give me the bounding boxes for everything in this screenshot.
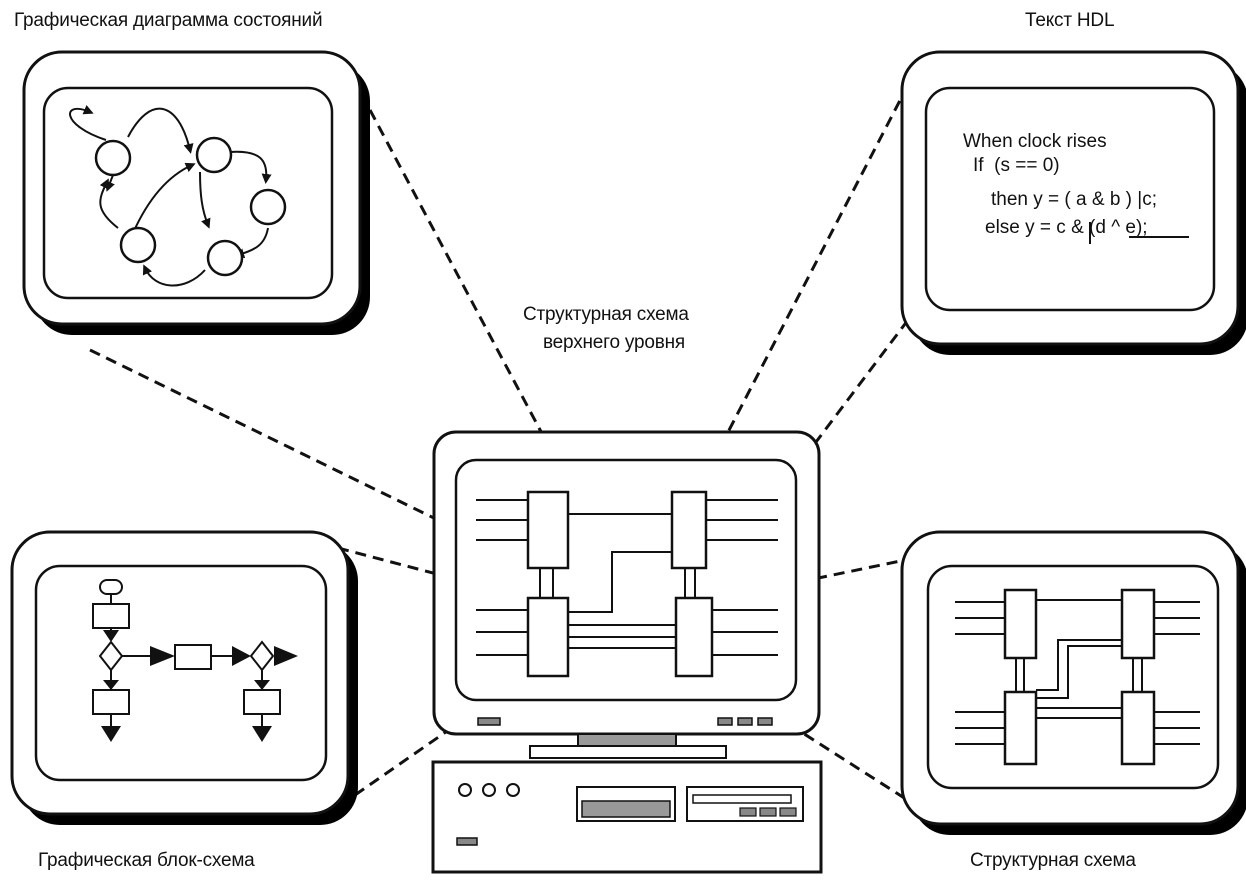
hdl-code-line1: When clock rises bbox=[963, 131, 1107, 152]
top-level-label-line2: верхнего уровня bbox=[543, 332, 686, 353]
state-node bbox=[249, 188, 287, 226]
top-level-block bbox=[670, 490, 708, 570]
hdl-code-line3-main: then y = ( a & b ) bbox=[991, 189, 1138, 210]
hdl-code-line4: else y = c & (d ^ e); bbox=[985, 216, 1148, 240]
state-node bbox=[94, 139, 132, 177]
hdl-code-line2: If (s == 0) bbox=[973, 155, 1060, 176]
top-level-block bbox=[526, 596, 570, 678]
workstation bbox=[431, 430, 823, 874]
hdl-code-line3: then y = ( a & b ) |c; bbox=[991, 188, 1157, 212]
state-node bbox=[206, 239, 244, 277]
hdl-code-line4-main: else y = c & bbox=[985, 217, 1090, 238]
state-node bbox=[119, 226, 157, 264]
block-diagram-panel bbox=[900, 530, 1246, 835]
state-diagram-panel bbox=[22, 50, 370, 335]
block-diagram-label: Структурная схема bbox=[970, 850, 1136, 871]
hdl-code-line3-tail: |c; bbox=[1137, 189, 1157, 210]
hdl-text-panel bbox=[900, 50, 1246, 355]
top-level-label-line1: Структурная схема bbox=[523, 304, 689, 325]
state-node bbox=[195, 136, 233, 174]
flowchart-label: Графическая блок-схема bbox=[38, 850, 255, 871]
hdl-code-line4-tail: (d ^ e); bbox=[1089, 217, 1148, 238]
state-diagram-label: Графическая диаграмма состояний bbox=[14, 10, 323, 31]
top-level-block bbox=[674, 596, 714, 678]
top-level-block bbox=[526, 490, 570, 570]
flowchart-panel bbox=[10, 530, 358, 825]
hdl-text-label: Текст HDL bbox=[1025, 10, 1115, 31]
